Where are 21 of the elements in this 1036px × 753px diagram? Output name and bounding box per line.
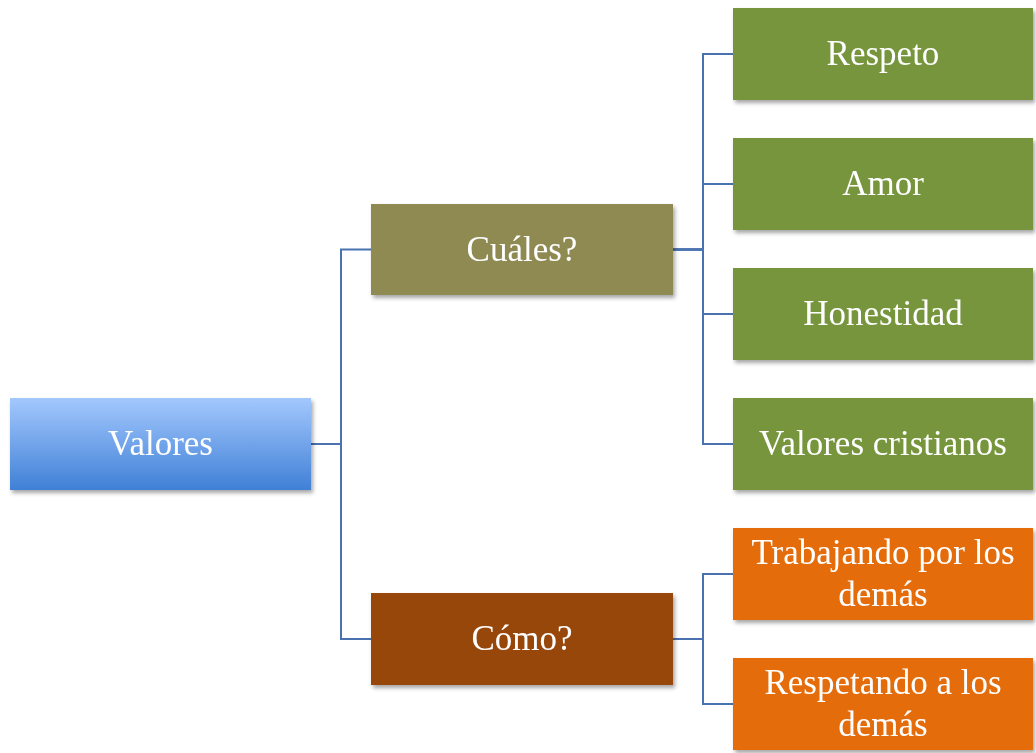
box-label: Respetando a los demás xyxy=(763,662,1003,746)
box-label: Valores xyxy=(108,423,213,465)
box-label: Cómo? xyxy=(471,618,573,660)
box-label: Amor xyxy=(842,163,924,205)
box-label: Cuáles? xyxy=(466,228,578,271)
box-label: Honestidad xyxy=(803,293,963,335)
topic-box xyxy=(733,138,1033,230)
topic-box xyxy=(733,8,1033,100)
topic-box xyxy=(733,528,1033,620)
box-label: Valores cristianos xyxy=(759,423,1007,465)
topic-box xyxy=(733,658,1033,750)
topic-box xyxy=(371,593,673,685)
topic-box xyxy=(371,204,673,295)
topic-box xyxy=(10,398,311,490)
box-label: Respeto xyxy=(826,33,940,75)
topic-box xyxy=(733,398,1033,490)
connector-line xyxy=(672,638,734,705)
box-label: Trabajando por los demás xyxy=(750,532,1016,616)
topic-box xyxy=(733,268,1033,360)
connector-line xyxy=(672,248,734,445)
connector-line xyxy=(310,443,372,640)
